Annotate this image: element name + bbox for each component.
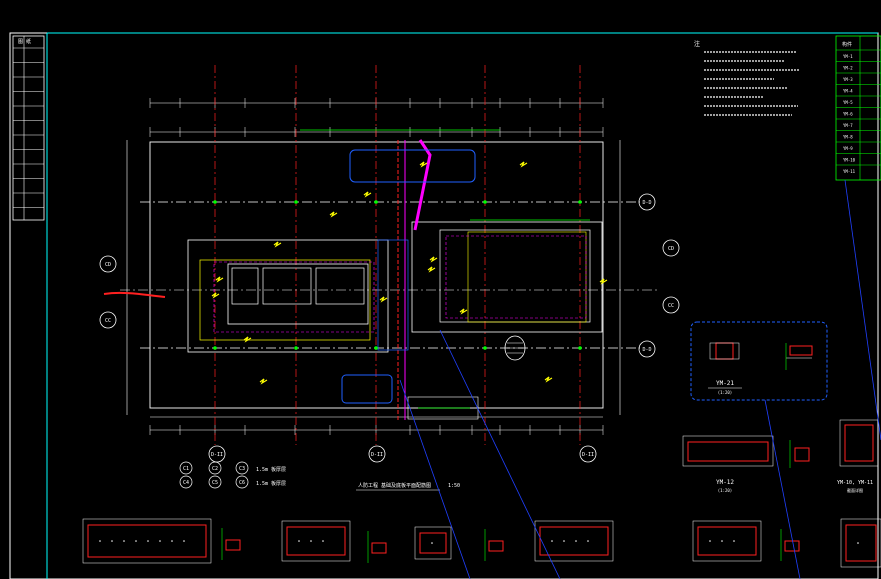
- ym12-sub: (1:20): [718, 488, 732, 493]
- notes-title: 注: [694, 40, 700, 48]
- detail-ym12: YM-12 (1:20): [682, 435, 810, 493]
- legend-item: C3: [239, 466, 245, 472]
- table-row: YM-2: [843, 66, 853, 71]
- legend-item: C2: [212, 466, 218, 472]
- axis-right-top: CD: [668, 246, 674, 252]
- table-row: YM-3: [843, 77, 853, 82]
- table-title: 构件: [842, 41, 852, 48]
- table-row: YM-5: [843, 100, 853, 105]
- ym10-label: YM-10, YM-11: [837, 480, 873, 486]
- axis-row-bottom: D-D: [642, 347, 651, 353]
- legend-note-b: 1.5m 板厚层: [256, 480, 286, 487]
- ym21-sub: (1:20): [718, 390, 732, 395]
- component-table: YM-1YM-2YM-3YM-4YM-5YM-6YM-7YM-8YM-9YM-1…: [835, 35, 881, 181]
- axis-right-bottom: CC: [668, 303, 674, 309]
- ym21-label: YM-21: [716, 380, 734, 387]
- ym12-label: YM-12: [716, 479, 734, 486]
- legend-item: C1: [183, 466, 189, 472]
- legend-note-a: 1.5m 板厚层: [256, 466, 286, 473]
- section-details-row: [82, 518, 881, 568]
- table-row: YM-8: [843, 135, 853, 140]
- table-row: YM-11: [843, 169, 856, 174]
- table-row: YM-7: [843, 123, 853, 128]
- plan-caption: 人防工程 基础及底板平面配筋图: [358, 482, 431, 489]
- table-row: YM-4: [843, 89, 853, 94]
- axis-row-top: D-D: [642, 200, 651, 206]
- axis-col-c: D-II: [582, 452, 594, 458]
- leader-lines: [399, 179, 881, 579]
- table-row: YM-10: [843, 158, 856, 163]
- legend-item: C6: [239, 480, 245, 486]
- axis-col-a: D-II: [211, 452, 223, 458]
- table-row: YM-6: [843, 112, 853, 117]
- title-block-header: 图 纸: [18, 38, 31, 45]
- title-block: 图 纸: [12, 35, 45, 221]
- detail-ym10: YM-10, YM-11 截面详图: [837, 419, 879, 493]
- notes-block: 注: [694, 40, 800, 116]
- ym10-sub: 截面详图: [847, 487, 863, 493]
- axis-left-top: CD: [105, 262, 111, 268]
- axis-left-bottom: CC: [105, 318, 111, 324]
- axis-col-b: D-II: [371, 452, 383, 458]
- plan-scale: 1:50: [448, 483, 460, 489]
- legend-item: C5: [212, 480, 218, 486]
- table-row: YM-9: [843, 146, 853, 151]
- detail-ym21: YM-21 (1:20): [690, 321, 828, 401]
- table-row: YM-1: [843, 54, 853, 59]
- drawing-border: [9, 32, 879, 579]
- legend-item: C4: [183, 480, 189, 486]
